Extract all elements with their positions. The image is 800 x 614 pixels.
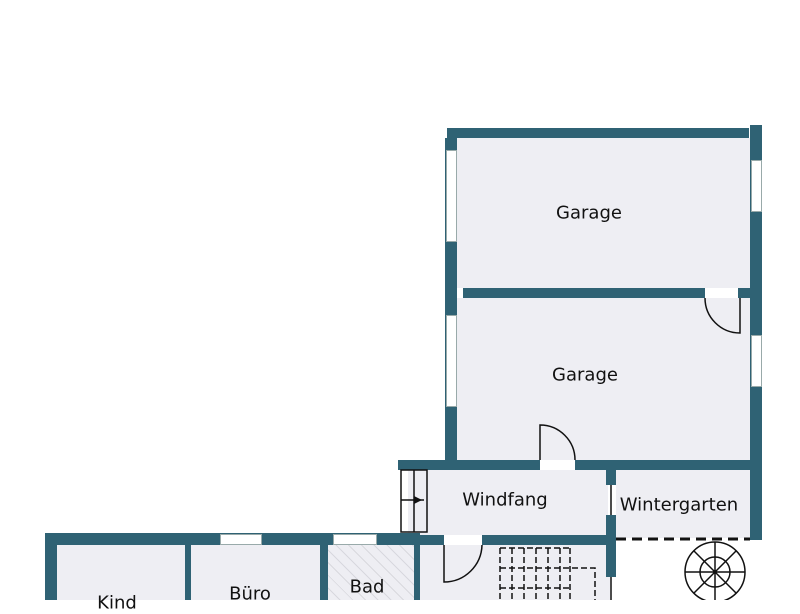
room-label-windfang: Windfang: [462, 489, 548, 511]
wall: [320, 545, 328, 600]
room-label-bad: Bad: [349, 576, 385, 598]
floor-wintergarten: [616, 470, 750, 538]
window: [751, 160, 762, 212]
room-label-buero: Büro: [229, 583, 271, 605]
wall: [606, 470, 616, 485]
room-label-wintergarten: Wintergarten: [619, 494, 739, 516]
floor-bad: [328, 545, 414, 600]
floor-buero: [191, 545, 320, 600]
window: [751, 335, 762, 387]
floor-hall: [420, 545, 610, 600]
wall: [414, 545, 420, 600]
spiral-staircase: [684, 541, 746, 600]
wall: [750, 125, 762, 540]
wall: [575, 460, 762, 470]
window: [446, 315, 457, 407]
door-arc: [704, 297, 741, 334]
wall: [482, 535, 610, 545]
wall: [463, 288, 705, 298]
floor-windfang: [408, 470, 608, 535]
room-label-garage-top: Garage: [556, 202, 622, 224]
floor-garage-bottom: [457, 298, 750, 460]
room-label-kind: Kind: [97, 592, 137, 614]
door-arc: [443, 544, 483, 583]
floor-kind: [57, 545, 185, 600]
wall: [398, 460, 540, 470]
door-arc: [539, 424, 576, 461]
window: [333, 534, 377, 545]
room-label-garage-bottom: Garage: [552, 364, 618, 386]
window: [446, 150, 457, 242]
floor-garage-top: [457, 138, 750, 288]
wall: [45, 545, 57, 600]
wall: [185, 545, 191, 600]
wall: [606, 515, 616, 577]
wall: [738, 288, 762, 298]
wall: [447, 128, 749, 138]
plan-symbols: [400, 297, 750, 600]
window: [220, 534, 262, 545]
staircase: [499, 547, 596, 600]
